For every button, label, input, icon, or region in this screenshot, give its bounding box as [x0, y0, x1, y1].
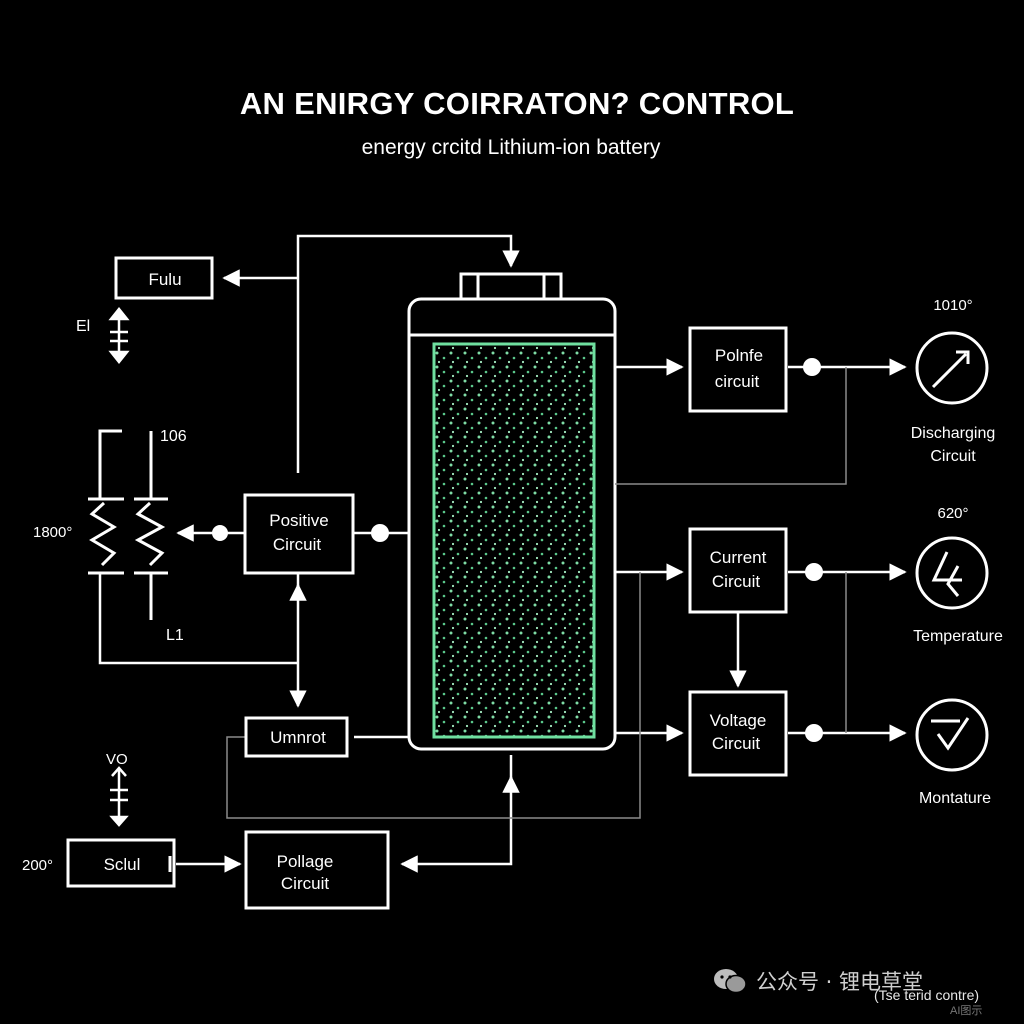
gauge1-label-line2: Circuit — [930, 448, 976, 465]
fulu-label: Fulu — [148, 270, 181, 289]
gauge1-value: 1010° — [933, 297, 972, 314]
resistor-network — [88, 429, 168, 620]
gauge2-label: Temperature — [913, 628, 1003, 645]
polnfe-circuit-box: Polnfe circuit — [688, 326, 788, 413]
pollage-line2: Circuit — [281, 874, 329, 893]
resistor-label-left: 1800° — [33, 524, 72, 541]
resistor-label-bottom: L1 — [166, 627, 184, 644]
battery-terminal — [459, 272, 563, 301]
vo-label: VO — [106, 751, 128, 768]
voltage-circuit-box: Voltage Circuit — [688, 690, 788, 777]
temperature-gauge-icon — [915, 536, 989, 610]
footer-caption: (Tse terid contre) — [874, 987, 980, 1003]
current-line2: Circuit — [712, 572, 760, 591]
discharge-gauge-icon — [915, 331, 989, 405]
pollage-circuit-box: Pollage Circuit — [244, 830, 390, 910]
resistor-1 — [89, 501, 117, 567]
watermark-text: 公众号 · 锂电草堂 — [756, 970, 924, 994]
resistor-label-top: 106 — [160, 428, 187, 445]
voltage-line1: Voltage — [710, 711, 767, 730]
sclul-box: Sclul — [66, 838, 176, 888]
sclul-value: 200° — [22, 857, 53, 874]
wechat-icon — [714, 969, 747, 994]
voltage-line2: Circuit — [712, 734, 760, 753]
sclul-label: Sclul — [104, 855, 141, 874]
polnfe-line2: circuit — [715, 372, 760, 391]
positive-circuit-box: Positive Circuit — [243, 493, 355, 575]
page-title: AN ENIRGY COIRRATON? CONTROL — [239, 86, 795, 121]
gauge2-value: 620° — [937, 505, 968, 522]
current-circuit-box: Current Circuit — [688, 527, 788, 614]
page-subtitle: energy crcitd Lithium-ion battery — [361, 136, 661, 159]
junctions — [212, 358, 823, 742]
positive-circuit-line2: Circuit — [273, 535, 321, 554]
pollage-line1: Pollage — [277, 852, 334, 871]
umnrot-label: Umnrot — [270, 728, 326, 747]
bidirectional-arrow-icon — [108, 306, 130, 365]
resistor-2 — [134, 501, 166, 567]
moisture-gauge-icon — [915, 698, 989, 772]
battery-casing — [407, 297, 617, 751]
current-line1: Current — [710, 548, 767, 567]
polnfe-line1: Polnfe — [715, 346, 763, 365]
fulu-box: Fulu — [114, 256, 214, 300]
feedback-lines — [226, 367, 847, 819]
watermark: 公众号 · 锂电草堂 — [712, 966, 923, 996]
gauge3-label: Montature — [919, 790, 991, 807]
battery-cell-core — [432, 342, 596, 739]
el-label: El — [76, 318, 90, 335]
gauge1-label-line1: Discharging — [911, 425, 995, 442]
umnrot-box: Umnrot — [244, 716, 349, 758]
battery — [407, 272, 617, 751]
positive-circuit-line1: Positive — [269, 511, 329, 530]
capacitor-icon — [109, 766, 129, 827]
footer-sub: AI图示 — [950, 1005, 983, 1017]
